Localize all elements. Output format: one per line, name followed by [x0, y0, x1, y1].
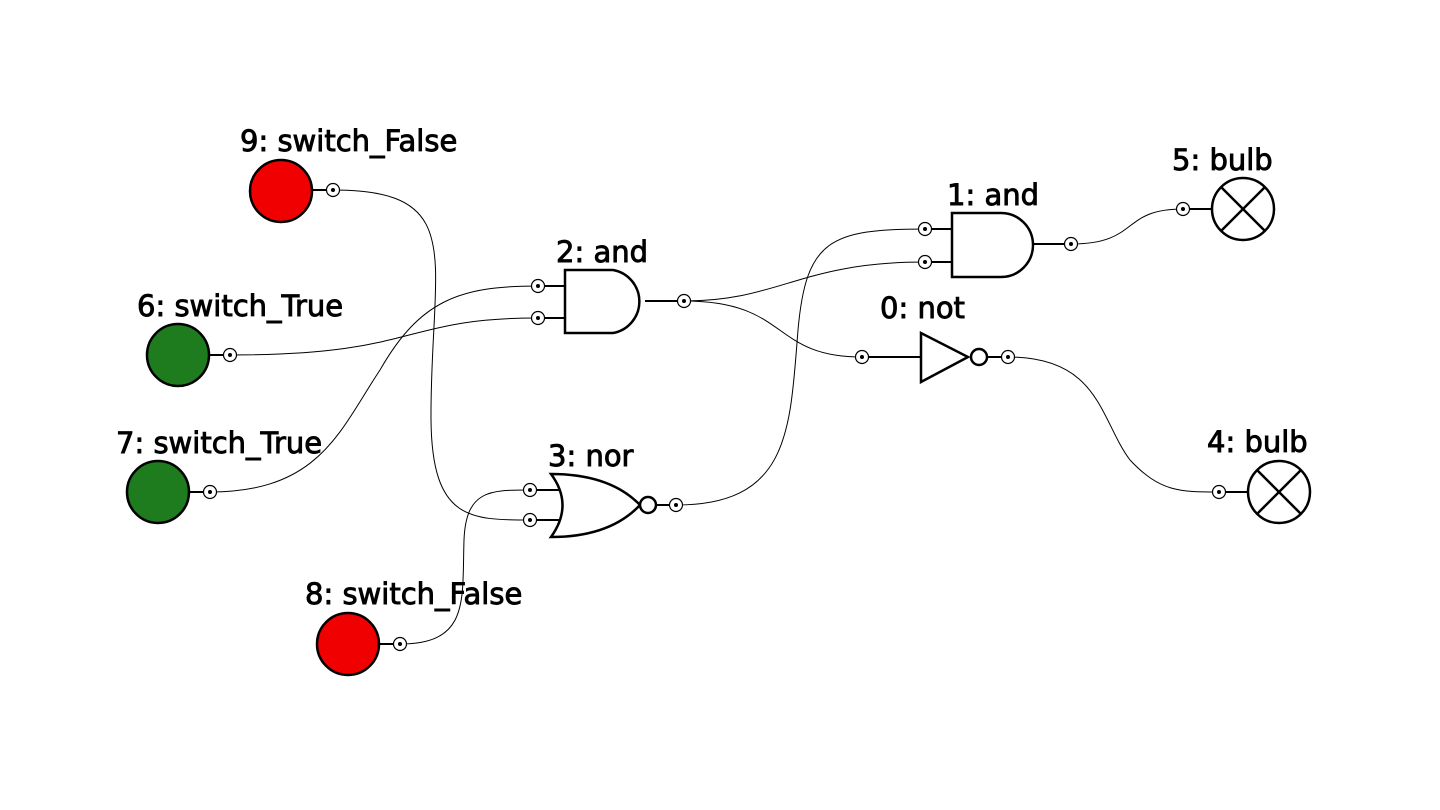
pins — [202, 182, 1227, 652]
wire-7-to-2 — [209, 285, 539, 493]
switch-7[interactable] — [125, 459, 210, 525]
node-label-8: 8: switch_False — [305, 577, 522, 611]
connector-pin — [1175, 201, 1191, 217]
connector-pin — [917, 254, 933, 270]
connector-pin — [1000, 349, 1016, 365]
switch-9-indicator[interactable] — [248, 158, 314, 224]
wire-6-to-2 — [229, 317, 539, 356]
connector-pin — [854, 349, 870, 365]
wire-8-to-3 — [399, 489, 531, 645]
connector-pin — [392, 636, 408, 652]
and-gate-1 — [925, 211, 1071, 279]
not-gate-0 — [862, 330, 1008, 385]
nor-gate-3 — [530, 472, 676, 539]
labels: 9: switch_False 6: switch_True 7: switch… — [116, 124, 1309, 612]
switch-8[interactable] — [315, 611, 400, 677]
connector-pin — [325, 182, 341, 198]
node-label-1: 1: and — [947, 178, 1039, 212]
node-label-4: 4: bulb — [1207, 425, 1308, 459]
switch-7-indicator[interactable] — [125, 459, 191, 525]
wire-9-to-3 — [332, 189, 531, 521]
wire-0-to-4 — [1007, 356, 1220, 493]
connector-pin — [668, 497, 684, 513]
connector-pin — [222, 347, 238, 363]
bulb-4 — [1219, 459, 1312, 525]
bulb-5 — [1183, 176, 1276, 242]
connector-pin — [676, 293, 692, 309]
node-label-7: 7: switch_True — [116, 426, 322, 460]
node-label-3: 3: nor — [548, 439, 634, 473]
switch-8-indicator[interactable] — [315, 611, 381, 677]
wire-2-to-1 — [683, 261, 926, 302]
connector-pin — [1063, 236, 1079, 252]
node-label-5: 5: bulb — [1172, 143, 1273, 177]
wire-1-to-5 — [1070, 208, 1184, 245]
and-gate-2 — [538, 268, 684, 335]
connector-pin — [917, 221, 933, 237]
connector-pin — [1211, 484, 1227, 500]
wire-3-to-1 — [675, 228, 926, 506]
connector-pin — [530, 278, 546, 294]
connector-pin — [202, 484, 218, 500]
connector-pin — [522, 512, 538, 528]
switch-6-indicator[interactable] — [145, 322, 211, 388]
node-label-6: 6: switch_True — [137, 289, 343, 323]
node-label-0: 0: not — [880, 291, 965, 325]
node-label-9: 9: switch_False — [240, 124, 457, 158]
connector-pin — [522, 482, 538, 498]
wire-2-to-0 — [683, 300, 863, 358]
switch-9[interactable] — [248, 158, 333, 224]
node-label-2: 2: and — [556, 235, 648, 269]
switch-6[interactable] — [145, 322, 230, 388]
wires — [209, 189, 1220, 645]
connector-pin — [530, 310, 546, 326]
